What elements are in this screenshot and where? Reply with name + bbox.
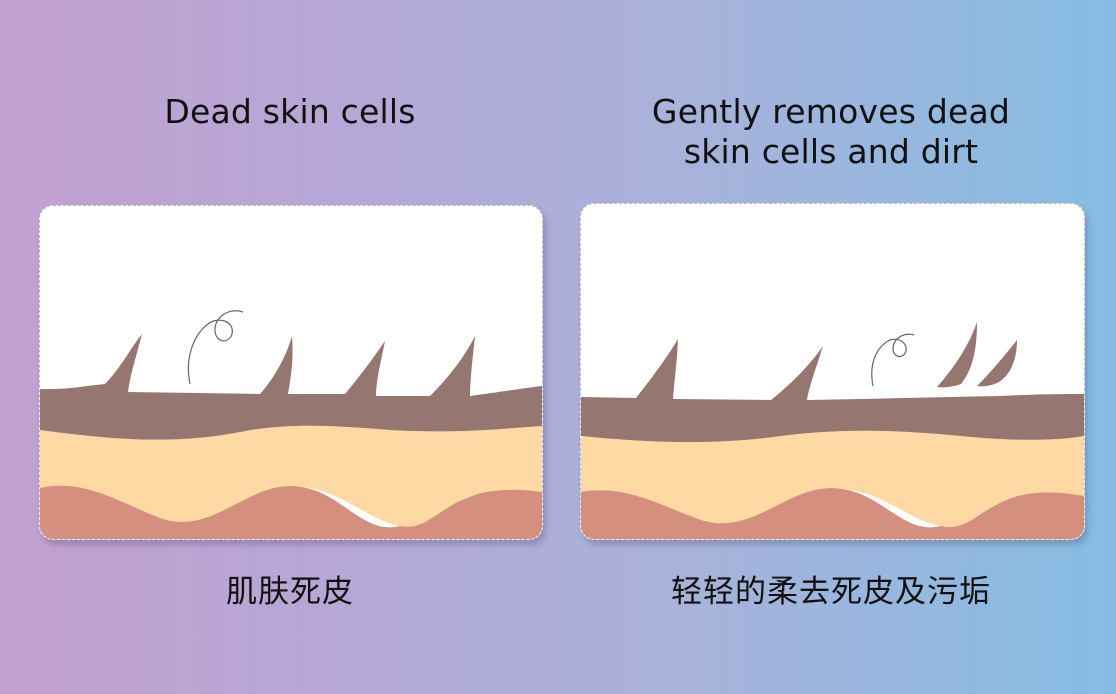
left-caption: 肌肤死皮 (226, 574, 354, 610)
cleansed-skin-svg (581, 322, 1084, 539)
under-layer (581, 487, 1084, 539)
right-title-line-2: skin cells and dirt (683, 132, 979, 171)
cleansed-skin-illustration (580, 203, 1085, 540)
detached-flake (977, 340, 1017, 387)
detached-flake (937, 322, 977, 388)
right-caption: 轻轻的柔去死皮及污垢 (671, 574, 991, 610)
dead-skin-illustration (39, 205, 543, 540)
dead-skin-svg (40, 310, 542, 539)
skin-layer (581, 430, 1084, 528)
dead-skin-layer (40, 334, 542, 440)
dead-skin-layer (581, 339, 1084, 443)
right-title: Gently removes dead skin cells and dirt (580, 92, 1082, 172)
hair-strand-icon (187, 310, 244, 385)
left-title: Dead skin cells (164, 92, 416, 131)
skin-layer (40, 425, 542, 527)
right-title-line-1: Gently removes dead (651, 92, 1011, 131)
hair-strand-icon (871, 333, 915, 387)
